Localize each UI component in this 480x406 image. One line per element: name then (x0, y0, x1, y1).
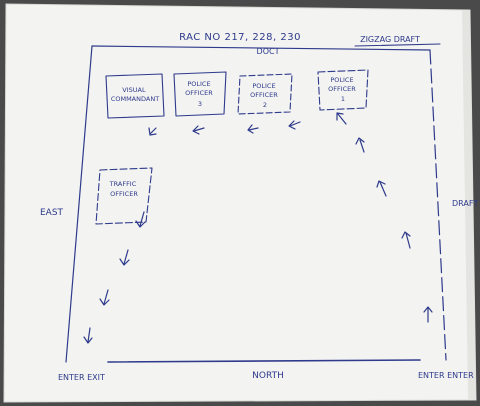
west-label: DRAFT WLS (452, 199, 480, 208)
flow-arrow (192, 125, 205, 135)
flow-arrow (336, 112, 347, 125)
station-box (237, 73, 293, 115)
flow-arrow (423, 306, 433, 323)
station-label: POLICE OFFICER 2 (250, 82, 280, 109)
station-label-line: COMMANDANT (111, 95, 159, 103)
station-box (173, 71, 227, 117)
paper-sheet (3, 3, 477, 403)
flow-arrow (83, 327, 93, 344)
wall-north (107, 359, 421, 363)
flow-arrow (135, 211, 146, 228)
west-label-line: DRAFT WLS (452, 199, 480, 208)
paper-shadow-right (462, 10, 476, 400)
station-police-officer-2: POLICE OFFICER 2 (237, 73, 293, 115)
flow-arrow (288, 120, 301, 130)
station-label-line: 1 (341, 95, 345, 103)
flow-arrow (401, 231, 411, 249)
station-label-line: OFFICER (250, 91, 278, 99)
header-subtext: DOCT (257, 47, 280, 56)
north-label: NORTH (252, 371, 284, 381)
station-label-line: VISUAL (122, 86, 146, 94)
corner-note-underline (354, 43, 441, 47)
station-label-line: OFFICER (110, 190, 138, 198)
station-label-line: OFFICER (185, 89, 213, 97)
station-label: VISUAL COMMANDANT (111, 86, 159, 103)
flow-arrow (355, 137, 365, 153)
station-box (317, 69, 369, 111)
station-label-line: POLICE (330, 76, 353, 84)
station-box (105, 73, 165, 119)
flow-arrow (99, 289, 110, 306)
header-text: RAC NO 217, 228, 230 (179, 32, 301, 43)
flow-arrow (247, 124, 259, 134)
station-visual-commandant: VISUAL COMMANDANT (105, 73, 165, 119)
station-label: POLICE OFFICER 3 (185, 80, 215, 108)
station-box (95, 167, 153, 225)
station-label-line: TRAFFIC (109, 180, 137, 188)
east-label: EAST (40, 208, 64, 218)
station-label-line: 3 (198, 100, 202, 108)
wall-west (429, 49, 447, 361)
flow-arrows (83, 112, 433, 344)
flow-arrow (376, 180, 387, 197)
flow-arrow (119, 249, 130, 266)
station-label-line: 2 (263, 101, 267, 109)
station-label-line: POLICE (187, 80, 210, 88)
enter-door-label: ENTER ENTER (418, 371, 474, 380)
exit-door-label: ENTER EXIT (58, 373, 105, 382)
station-police-officer-1: POLICE OFFICER 1 (317, 69, 369, 111)
wall-top (91, 45, 431, 51)
corner-note: ZIGZAG DRAFT (360, 35, 420, 44)
station-traffic-officer: TRAFFIC OFFICER (95, 167, 153, 225)
station-label: POLICE OFFICER 1 (328, 76, 358, 103)
station-label-line: POLICE (252, 82, 275, 90)
station-police-officer-3: POLICE OFFICER 3 (173, 71, 227, 117)
station-label-line: OFFICER (328, 85, 356, 93)
flow-arrow (148, 127, 157, 136)
wall-east (65, 45, 93, 363)
station-label: TRAFFIC OFFICER (109, 180, 139, 198)
